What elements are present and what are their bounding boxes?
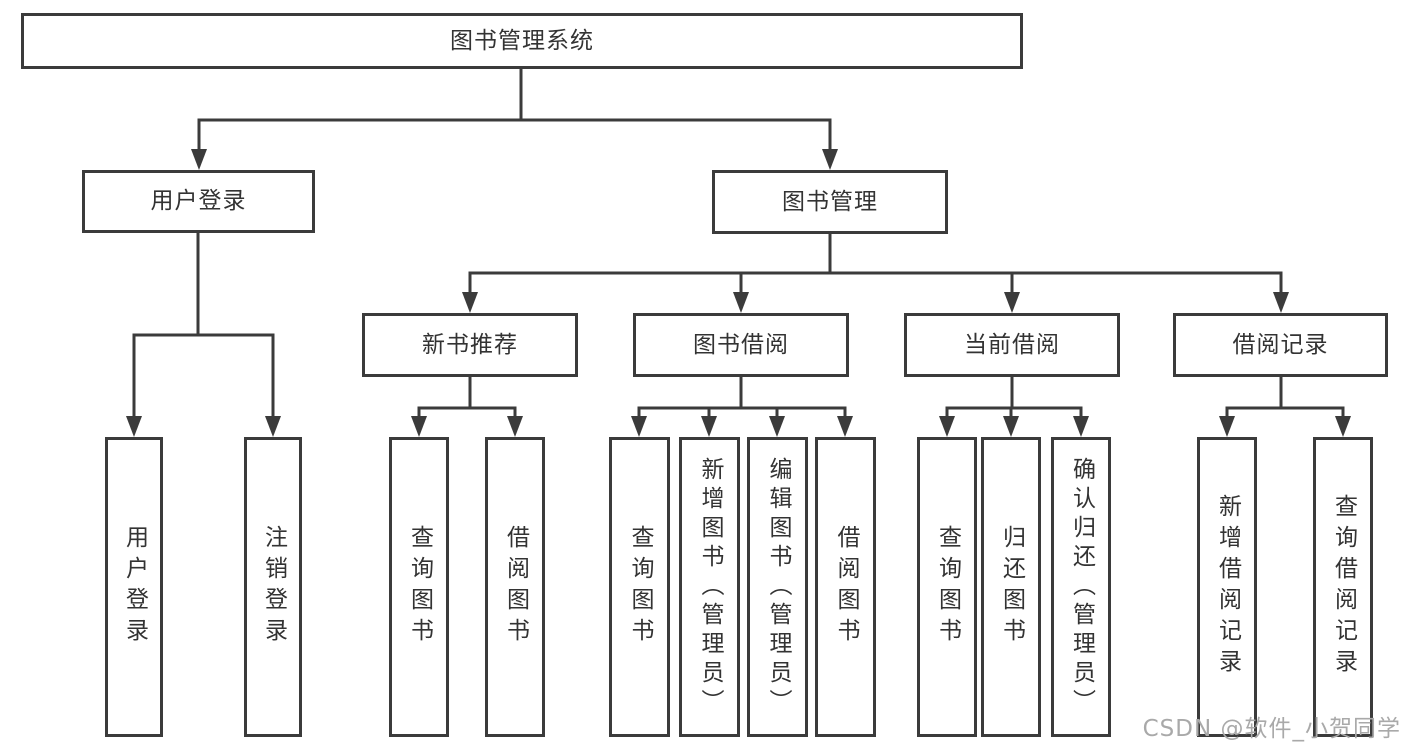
leaf-cb-return-books: 归还图书 — [981, 437, 1041, 737]
leaf-bb-borrow-books: 借阅图书 — [815, 437, 876, 737]
node-book-management-system: 图书管理系统 — [21, 13, 1023, 69]
leaf-cb-confirm-return-admin: 确认归还（管理员） — [1051, 437, 1111, 737]
leaf-br-add-record: 新增借阅记录 — [1197, 437, 1257, 737]
leaf-nbr-query-books: 查询图书 — [389, 437, 449, 737]
leaf-label: 归还图书 — [998, 525, 1025, 649]
leaf-label: 查询图书 — [627, 525, 653, 649]
leaf-logout-login: 注销登录 — [244, 437, 302, 737]
node-book-management: 图书管理 — [712, 170, 948, 234]
leaf-cb-query-books: 查询图书 — [917, 437, 977, 737]
node-label: 图书管理 — [782, 188, 878, 215]
node-label: 当前借阅 — [964, 331, 1060, 358]
leaf-br-query-record: 查询借阅记录 — [1313, 437, 1373, 737]
leaf-nbr-borrow-books: 借阅图书 — [485, 437, 545, 737]
leaf-label: 新增借阅记录 — [1214, 494, 1241, 680]
leaf-label: 借阅图书 — [502, 525, 529, 649]
leaf-bb-query-books: 查询图书 — [609, 437, 670, 737]
leaf-label: 确认归还（管理员） — [1068, 456, 1095, 718]
node-current-borrowing: 当前借阅 — [904, 313, 1120, 377]
node-book-borrowing: 图书借阅 — [633, 313, 849, 377]
leaf-label: 查询图书 — [934, 525, 961, 649]
leaf-label: 新增图书（管理员） — [697, 456, 723, 718]
node-label: 图书管理系统 — [450, 27, 594, 54]
node-label: 图书借阅 — [693, 331, 789, 358]
leaf-label: 编辑图书（管理员） — [765, 456, 791, 718]
node-label: 借阅记录 — [1232, 331, 1329, 358]
node-label: 用户登录 — [150, 188, 247, 214]
node-borrowing-records: 借阅记录 — [1173, 313, 1388, 377]
leaf-label: 查询借阅记录 — [1330, 494, 1357, 680]
watermark: CSDN @软件_小贺同学 — [1142, 716, 1401, 742]
leaf-label: 借阅图书 — [833, 525, 859, 649]
node-label: 新书推荐 — [422, 331, 518, 358]
leaf-bb-add-books-admin: 新增图书（管理员） — [679, 437, 740, 737]
node-new-book-recommend: 新书推荐 — [362, 313, 578, 377]
leaf-label: 用户登录 — [121, 525, 148, 649]
node-user-login: 用户登录 — [82, 170, 315, 233]
leaf-user-login: 用户登录 — [105, 437, 163, 737]
leaf-bb-edit-books-admin: 编辑图书（管理员） — [747, 437, 808, 737]
leaf-label: 查询图书 — [406, 525, 433, 649]
arrowheads — [126, 149, 1351, 437]
leaf-label: 注销登录 — [260, 525, 287, 649]
